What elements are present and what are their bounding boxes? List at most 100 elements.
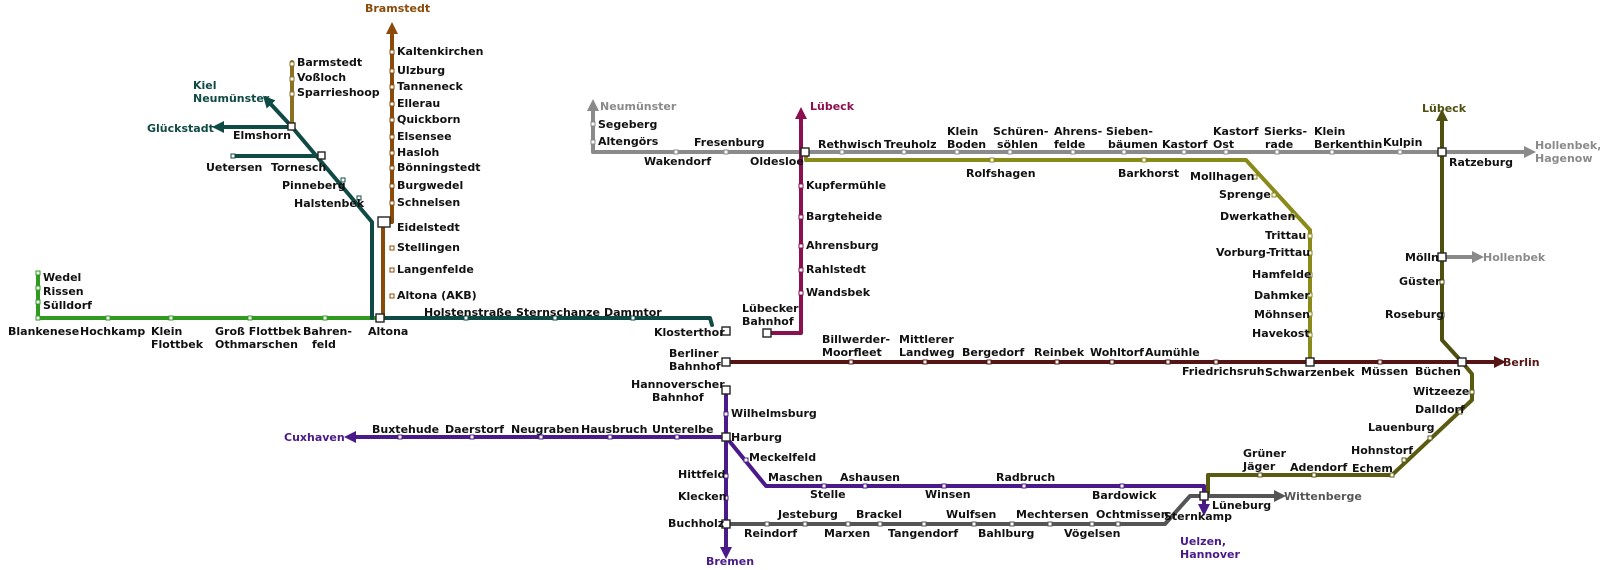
station-ahrensfelde-1: Ahrens- (1054, 125, 1102, 138)
station-adendorf: Adendorf (1290, 461, 1348, 474)
line-buchholz-lueneburg (724, 494, 1210, 526)
station-dwerkathen: Dwerkathen (1220, 210, 1295, 223)
line-altona-klosterthor (378, 316, 714, 327)
station-stelle: Stelle (810, 488, 846, 501)
station-hochkamp: Hochkamp (80, 325, 145, 338)
dest-hollenbek-hagenow-2: Hagenow (1535, 152, 1593, 165)
station-echem: Echem (1352, 462, 1393, 475)
station-wilhelmsburg: Wilhelmsburg (731, 407, 817, 420)
station-siebenbaeumen-2: bäumen (1108, 138, 1158, 151)
station-labels: Wedel Rissen Sülldorf Blankenese Hochkam… (8, 45, 1513, 540)
station-ahrensfelde-2: felde (1054, 138, 1085, 151)
station-altengoers: Altengörs (598, 135, 659, 148)
station-kastorf-ost-2: Ost (1213, 138, 1234, 151)
station-hannoverscher-bf-1: Hannoverscher (631, 378, 725, 391)
station-markers (35, 49, 1475, 527)
dest-uelzen-2: Hannover (1180, 548, 1240, 561)
dest-luebeck-olive: Lübeck (1422, 102, 1467, 115)
station-ellerau: Ellerau (397, 97, 440, 110)
station-sprenge: Sprenge (1219, 188, 1271, 201)
station-blankenese: Blankenese (8, 325, 79, 338)
station-berliner-bf-2: Bahnhof (669, 360, 721, 373)
station-ashausen: Ashausen (840, 471, 900, 484)
station-bargteheide: Bargteheide (806, 210, 882, 223)
station-klein-boden-2: Boden (947, 138, 986, 151)
station-buechen: Büchen (1415, 365, 1461, 378)
station-bergedorf: Bergedorf (962, 346, 1024, 359)
station-schwarzenbek: Schwarzenbek (1265, 366, 1355, 379)
station-vossloch: Voßloch (297, 71, 346, 84)
station-roseburg: Roseburg (1385, 308, 1444, 321)
dest-hollenbek-hagenow-1: Hollenbek, (1535, 139, 1600, 152)
station-boenningstedt: Bönningstedt (397, 161, 480, 174)
station-mittlerer-landweg-2: Landweg (899, 346, 955, 359)
station-guester: Güster (1399, 275, 1441, 288)
line-neumuenster-hollenbek (587, 99, 1536, 158)
station-moehnsen: Möhnsen (1254, 308, 1310, 321)
station-tanneneck: Tanneneck (397, 80, 463, 93)
station-suelldorf: Sülldorf (43, 299, 92, 312)
station-kulpin: Kulpin (1383, 136, 1422, 149)
station-halstenbek: Halstenbek (294, 197, 365, 210)
station-maschen: Maschen (768, 471, 823, 484)
dest-luebeck-crimson: Lübeck (810, 100, 855, 113)
station-langenfelde: Langenfelde (397, 263, 474, 276)
station-buchholz: Buchholz (668, 517, 724, 530)
station-daerstorf: Daerstorf (445, 423, 504, 436)
station-schuerensoehlen-1: Schüren- (993, 125, 1048, 138)
station-tornesch: Tornesch (271, 161, 326, 174)
station-rethwisch: Rethwisch (818, 138, 882, 151)
station-ochtmissen: Ochtmissen (1096, 508, 1169, 521)
station-pinneberg: Pinneberg (282, 179, 346, 192)
station-mechtersen: Mechtersen (1016, 508, 1089, 521)
dest-bramstedt: Bramstedt (365, 2, 430, 15)
station-ahrensburg: Ahrensburg (806, 239, 879, 252)
station-bardowick: Bardowick (1092, 489, 1157, 502)
station-luebecker-bf-2: Bahnhof (742, 315, 794, 328)
station-muessen: Müssen (1361, 365, 1408, 378)
station-gruener-jaeger-2: Jäger (1242, 460, 1276, 473)
station-stellingen: Stellingen (397, 241, 460, 254)
station-voegelsen: Vögelsen (1064, 527, 1120, 540)
dest-kiel-2: Neumünster (193, 92, 270, 105)
station-klosterthor: Klosterthor (654, 326, 725, 339)
station-luebecker-bf-1: Lübecker (742, 302, 799, 315)
station-wedel: Wedel (43, 271, 81, 284)
station-brackel: Brackel (856, 508, 902, 521)
station-kastorf-ost-1: Kastorf (1213, 125, 1259, 138)
station-unterelbe: Unterelbe (652, 423, 713, 436)
station-hausbruch: Hausbruch (581, 423, 648, 436)
station-holstenstrasse: Holstenstraße (424, 306, 512, 319)
dest-wittenberge: Wittenberge (1284, 490, 1362, 503)
station-hannoverscher-bf-2: Bahnhof (652, 391, 704, 404)
station-sternkamp: Sternkamp (1164, 510, 1232, 523)
station-wandsbek: Wandsbek (806, 286, 871, 299)
station-sierksrade-2: rade (1265, 138, 1293, 151)
station-sternschanze: Sternschanze (516, 306, 600, 319)
interchange-markers (287, 122, 1467, 529)
station-tangendorf: Tangendorf (888, 527, 958, 540)
station-eidelstedt: Eidelstedt (397, 221, 460, 234)
station-schuerensoehlen-2: söhlen (997, 138, 1038, 151)
station-ratzeburg: Ratzeburg (1449, 156, 1513, 169)
station-elsensee: Elsensee (397, 130, 452, 143)
station-kaltenkirchen: Kaltenkirchen (397, 45, 483, 58)
station-treuholz: Treuholz (884, 138, 937, 151)
station-buxtehude: Buxtehude (372, 423, 439, 436)
station-dammtor: Dammtor (604, 306, 662, 319)
line-luebeck-buechen (1436, 109, 1464, 364)
station-hamfelde: Hamfelde (1252, 268, 1311, 281)
station-witzeeze: Witzeeze (1413, 385, 1469, 398)
station-altona-akb: Altona (AKB) (397, 289, 477, 302)
station-bahlburg: Bahlburg (978, 527, 1034, 540)
station-sierksrade-1: Sierks- (1264, 125, 1307, 138)
station-sparrieshoop: Sparrieshoop (297, 86, 380, 99)
station-bahrenfeld-1: Bahren- (303, 325, 352, 338)
dest-bremen: Bremen (706, 555, 754, 568)
destination-labels: Bramstedt Kiel Neumünster Glückstadt Neu… (147, 2, 1600, 568)
station-meckelfeld: Meckelfeld (749, 451, 816, 464)
station-schnelsen: Schnelsen (397, 196, 460, 209)
station-mittlerer-landweg-1: Mittlerer (899, 333, 954, 346)
station-klecken: Klecken (678, 490, 727, 503)
station-altona: Altona (368, 325, 408, 338)
